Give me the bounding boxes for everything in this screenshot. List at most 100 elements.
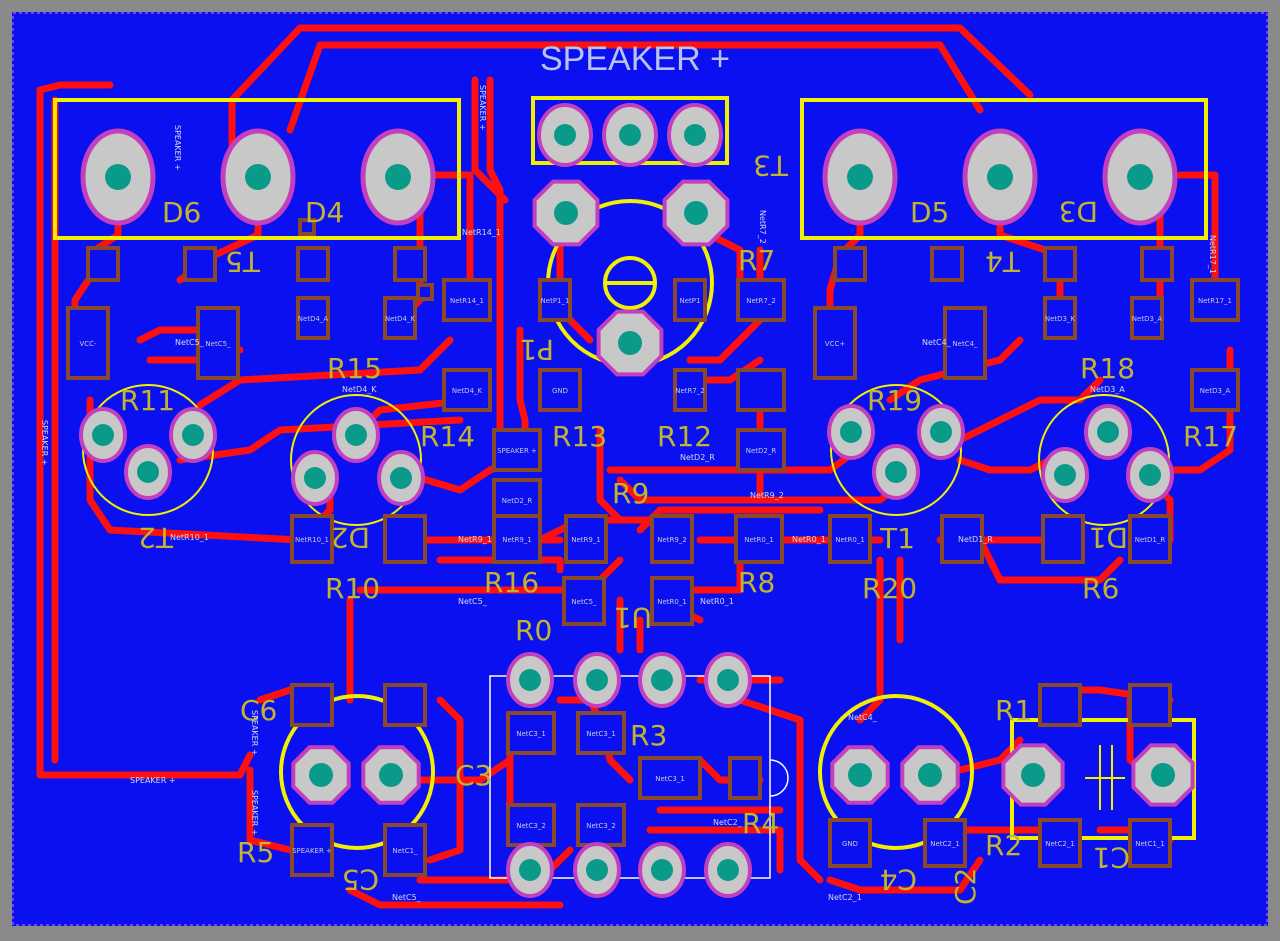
drill-hole <box>651 669 673 691</box>
drill-hole <box>519 669 541 691</box>
pad-label: NetD4_K <box>452 387 483 395</box>
pad-label: NetC1_ <box>392 847 418 855</box>
ref-c5: C5 <box>342 863 379 896</box>
net-label: NetC5_ <box>458 597 488 606</box>
net-label: NetR17_1 <box>1208 235 1217 274</box>
d6-d4-outline <box>53 98 461 240</box>
ref-t2: T2 <box>138 521 174 554</box>
pad-label: NetR0_1 <box>657 598 687 606</box>
drill-hole <box>137 461 159 483</box>
pad-label: NetP1 <box>680 297 701 305</box>
net-label: NetR7_2 <box>758 210 767 244</box>
net-label: NetD1_R <box>958 535 993 544</box>
ref-t4: T4 <box>985 245 1021 278</box>
smd-pad <box>1140 246 1174 282</box>
drill-hole <box>684 124 706 146</box>
drill-hole <box>245 164 271 190</box>
pad-label: NetC2_1 <box>1045 840 1075 848</box>
smd-pad <box>833 246 867 282</box>
smd-pad <box>196 306 240 380</box>
smd-pad <box>416 283 434 301</box>
drill-hole <box>586 669 608 691</box>
smd-pad <box>383 683 427 727</box>
drill-hole <box>619 124 641 146</box>
pad-label: NetR7_2 <box>675 387 705 395</box>
net-label: NetR10_1 <box>170 533 209 542</box>
smd-pad <box>66 306 110 380</box>
smd-pad <box>383 296 417 340</box>
smd-pad <box>562 576 606 626</box>
smd-pad <box>940 514 984 564</box>
drill-hole <box>182 424 204 446</box>
smd-pad <box>673 368 707 412</box>
smd-pad <box>1190 278 1240 322</box>
ref-r6: R6 <box>1082 572 1119 605</box>
net-label: SPEAKER + <box>173 125 182 171</box>
designator-labels: D6 D4 D5 D3 T3 T5 T4 R7 P1 R15 R18 R11 R… <box>120 149 1238 905</box>
net-label: NetC5_ <box>392 893 422 902</box>
pad-label: NetR0_1 <box>835 536 865 544</box>
pad-label: NetC3_1 <box>516 730 546 738</box>
net-label: NetD2_R <box>680 453 715 462</box>
ref-c1: C1 <box>1093 841 1130 874</box>
smd-pad <box>296 246 330 282</box>
smd-pad <box>650 576 694 626</box>
ref-r10: R10 <box>325 572 380 605</box>
smd-pad <box>736 368 786 412</box>
smd-pad <box>650 514 694 564</box>
smd-pad <box>564 514 608 564</box>
pad-label: SPEAKER + <box>292 847 332 855</box>
drill-hole <box>379 763 403 787</box>
ref-r11: R11 <box>120 384 175 417</box>
pad-label: NetR14_1 <box>450 297 484 305</box>
ref-c3: C3 <box>455 759 492 792</box>
ref-r14: R14 <box>420 420 475 453</box>
smd-pad <box>290 514 334 564</box>
net-label: SPEAKER + <box>478 85 487 131</box>
smd-pad <box>1041 514 1085 564</box>
smd-pad <box>538 278 572 322</box>
drill-hole <box>92 424 114 446</box>
ref-d4: D4 <box>305 196 344 229</box>
net-label: NetC2_ <box>713 818 743 827</box>
d5-d3-outline <box>800 98 1208 240</box>
smd-pad <box>1130 296 1164 340</box>
c4-outline <box>818 694 974 850</box>
smd-pad <box>828 514 872 564</box>
drill-hole <box>1097 421 1119 443</box>
ref-r9: R9 <box>612 477 649 510</box>
ref-r12: R12 <box>657 420 712 453</box>
pad-label: GND <box>842 840 858 848</box>
smd-pad <box>298 218 316 236</box>
smd-pad <box>923 818 967 868</box>
net-label: NetC2_1 <box>828 893 862 902</box>
net-label: NetR0_1 <box>792 535 826 544</box>
smd-pad <box>576 711 626 755</box>
net-label: SPEAKER + <box>130 776 176 785</box>
smd-pad <box>290 823 334 877</box>
smd-pad <box>736 278 786 322</box>
drill-hole <box>840 421 862 443</box>
smd-pad <box>1038 818 1082 868</box>
smd-pad <box>1128 818 1172 868</box>
pad-label: NetC5_ <box>205 340 231 348</box>
pad-label: NetR9_1 <box>502 536 532 544</box>
drill-hole <box>309 763 333 787</box>
ref-r4: R4 <box>742 807 779 840</box>
pad-label: NetC3_1 <box>586 730 616 738</box>
pad-label: NetC3_2 <box>516 822 546 830</box>
pad-label: NetD3_A <box>1132 315 1163 323</box>
pad-label: NetC3_1 <box>655 775 685 783</box>
smd-pad <box>492 428 542 472</box>
ref-d2: D2 <box>331 521 370 554</box>
c5-outline <box>279 694 435 850</box>
drill-hole <box>847 164 873 190</box>
drill-hole <box>1054 464 1076 486</box>
smd-pad <box>943 306 987 380</box>
smd-pad <box>506 803 556 847</box>
drill-hole <box>918 763 942 787</box>
pad-label: NetC5_ <box>571 598 597 606</box>
smd-pad <box>813 306 857 380</box>
